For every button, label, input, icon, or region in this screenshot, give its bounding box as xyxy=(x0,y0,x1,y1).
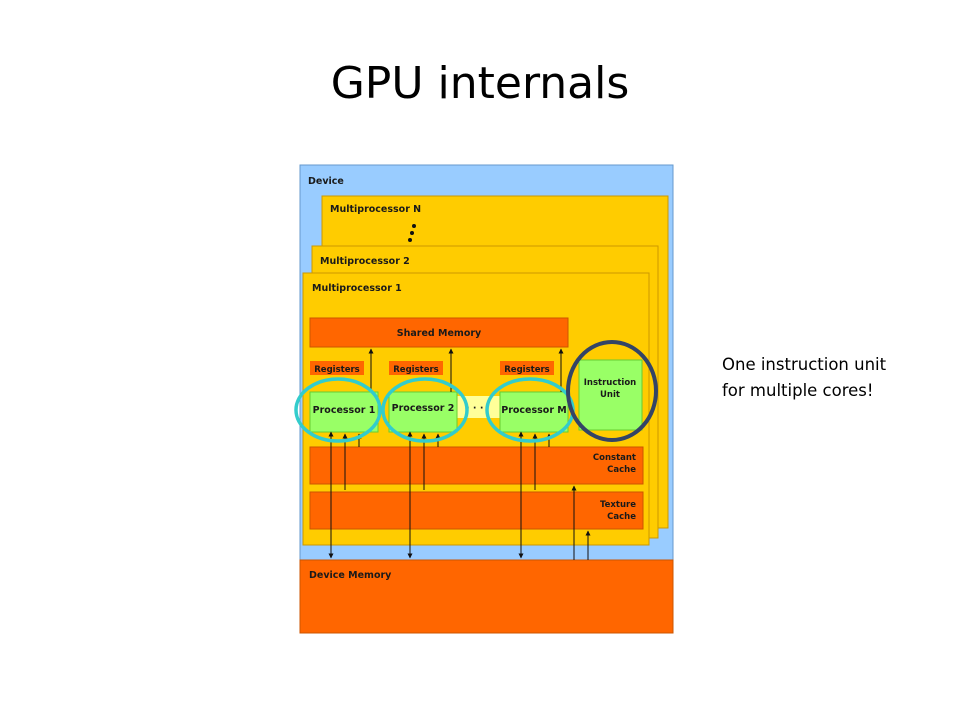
multiprocessor-1-label: Multiprocessor 1 xyxy=(312,283,402,294)
instruction-unit-box xyxy=(578,359,643,431)
shared-memory-box xyxy=(309,317,569,348)
registers-label: Registers xyxy=(393,365,438,375)
instruction-unit-ring xyxy=(566,340,658,442)
processor-box xyxy=(388,391,458,433)
constant-cache-label: Cache xyxy=(607,465,636,475)
multiprocessor-2-label: Multiprocessor 2 xyxy=(320,256,410,267)
registers-label: Registers xyxy=(314,365,359,375)
texture-cache-label: Texture xyxy=(600,500,636,510)
shared-memory-label: Shared Memory xyxy=(397,328,482,339)
annotation-note: One instruction unit for multiple cores! xyxy=(722,355,887,400)
registers-box xyxy=(500,361,554,375)
ellipsis-dot xyxy=(412,224,416,228)
ellipsis-dot xyxy=(408,238,412,242)
highlight-ring xyxy=(294,377,382,443)
ellipsis-dot xyxy=(410,231,414,235)
texture-cache-label: Cache xyxy=(607,512,636,522)
device-memory-label: Device Memory xyxy=(309,570,392,581)
constant-cache-box xyxy=(309,446,644,485)
instruction-unit-label: Instruction xyxy=(584,378,637,388)
device-memory-box xyxy=(299,559,674,634)
highlight-ring xyxy=(381,377,469,443)
slide-title: GPU internals xyxy=(330,58,630,109)
constant-cache-label: Constant xyxy=(593,453,636,463)
processor-ellipsis: · · · xyxy=(466,403,483,414)
instruction-unit-label: Unit xyxy=(600,390,620,400)
multiprocessor-n-label: Multiprocessor N xyxy=(330,204,421,215)
texture-cache-box xyxy=(309,491,644,530)
processor-label: Processor 2 xyxy=(392,403,455,414)
registers-label: Registers xyxy=(504,365,549,375)
processor-box xyxy=(309,391,379,433)
registers-box xyxy=(310,361,364,375)
device-label: Device xyxy=(308,176,344,187)
processor-label: Processor 1 xyxy=(313,405,376,416)
processor-box xyxy=(499,391,569,433)
processor-label: Processor M xyxy=(501,405,567,416)
registers-box xyxy=(389,361,443,375)
